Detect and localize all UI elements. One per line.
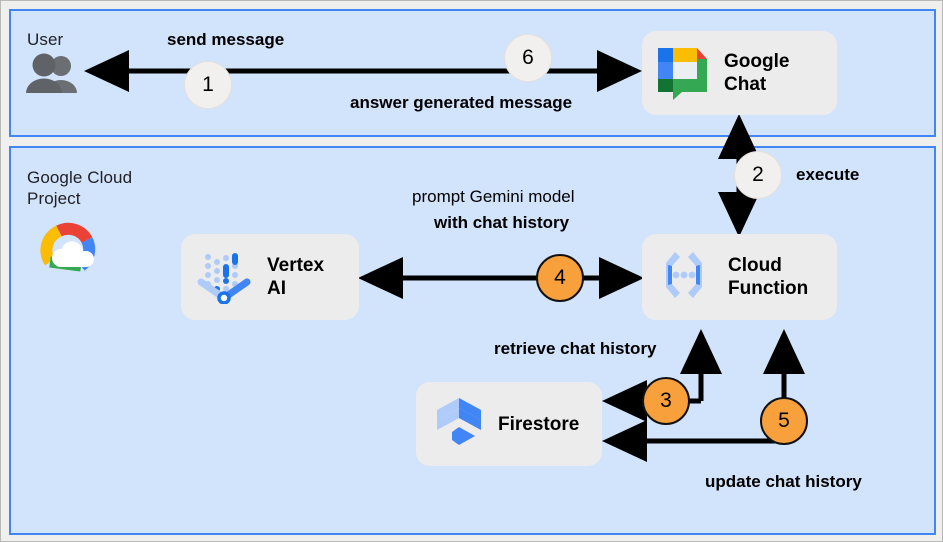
edge-label-answer-generated-message: answer generated message — [350, 93, 573, 112]
edge-label-retrieve-chat-history: retrieve chat history — [494, 339, 657, 358]
step-badge-1[interactable]: 1 — [184, 61, 232, 109]
edge-label-execute: execute — [796, 165, 860, 184]
panel-user-title: User — [27, 30, 64, 49]
step-badge-5[interactable]: 5 — [760, 397, 808, 445]
node-label: Cloud Function — [728, 255, 809, 299]
node-firestore[interactable]: Firestore — [416, 382, 602, 466]
step-badge-2[interactable]: 2 — [734, 151, 782, 199]
vertex-ai-icon — [195, 246, 253, 309]
step-badge-6[interactable]: 6 — [504, 34, 552, 82]
node-label: Vertex AI — [267, 255, 325, 299]
google-chat-icon — [654, 42, 710, 105]
edge-label-prompt-gemini-model: prompt Gemini model — [412, 187, 575, 206]
step-badge-3[interactable]: 3 — [642, 377, 690, 425]
cloud-function-icon — [656, 247, 712, 308]
node-label: Firestore — [498, 413, 580, 435]
users-icon — [25, 53, 77, 98]
panel-google-cloud-project-title: Google Cloud Project — [27, 168, 133, 208]
google-cloud-icon — [37, 220, 103, 281]
node-vertex-ai[interactable]: Vertex AI — [181, 234, 359, 320]
edge-label-update-chat-history: update chat history — [705, 472, 862, 491]
edge-label-send-message: send message — [167, 30, 285, 49]
edge-label-with-chat-history: with chat history — [434, 213, 570, 232]
step-badge-4[interactable]: 4 — [536, 254, 584, 302]
node-google-chat[interactable]: Google Chat — [642, 31, 837, 115]
node-cloud-function[interactable]: Cloud Function — [642, 234, 837, 320]
firestore-icon — [432, 394, 486, 455]
node-label: Google Chat — [724, 51, 790, 95]
